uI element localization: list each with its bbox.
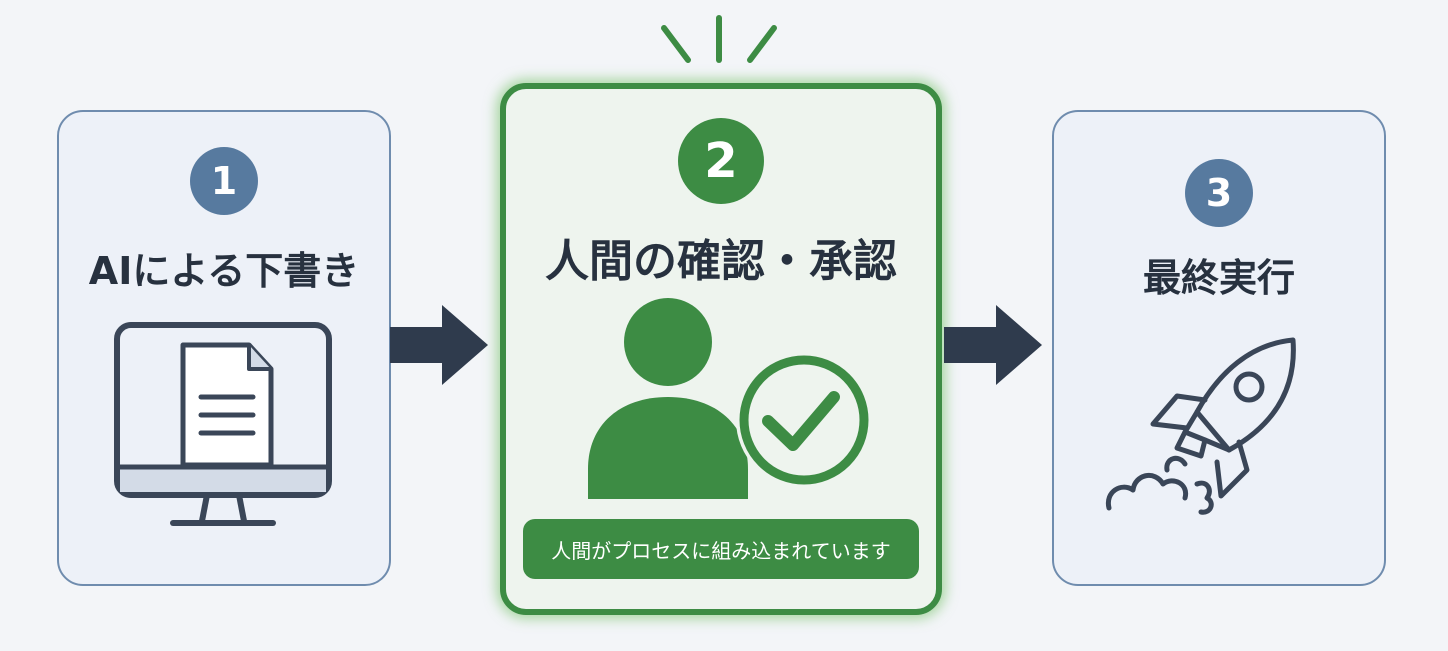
step-title: 最終実行 (1142, 256, 1295, 300)
step-card-2: 2 人間の確認・承認 人間がプロセスに組み込まれています (500, 83, 942, 615)
monitor-document-icon (114, 322, 332, 526)
step-number-badge: 3 (1185, 159, 1253, 227)
arrow-right-icon (390, 305, 488, 385)
step-card-3: 3 最終実行 (1052, 110, 1386, 586)
highlight-rays-icon (661, 15, 777, 63)
step-title: 人間の確認・承認 (545, 236, 897, 287)
step-title: AIによる下書き (88, 249, 360, 293)
caption-pill: 人間がプロセスに組み込まれています (523, 519, 919, 579)
person-check-icon (588, 298, 872, 499)
arrow-right-icon (944, 305, 1042, 385)
rocket-icon (1105, 337, 1296, 515)
step-number-badge: 1 (190, 147, 258, 215)
step-number-badge: 2 (678, 118, 764, 204)
step-card-1: 1 AIによる下書き (57, 110, 391, 586)
